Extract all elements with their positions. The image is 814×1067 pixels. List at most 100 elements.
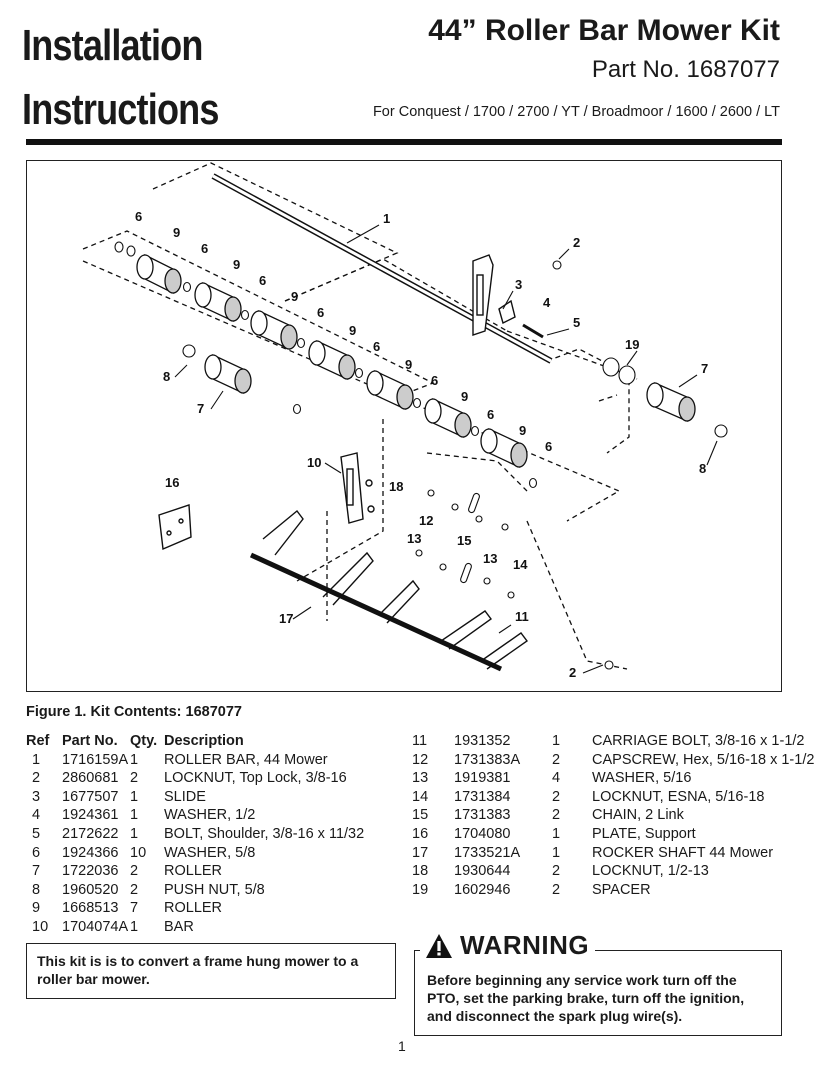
desc-cell: ROLLER bbox=[164, 863, 223, 880]
part-cell: 2860681 bbox=[62, 770, 119, 787]
warning-box: Before beginning any service work turn o… bbox=[414, 950, 782, 1036]
qty-cell: 2 bbox=[130, 881, 139, 898]
callout-6d: 6 bbox=[317, 305, 324, 320]
part-cell: 1731384 bbox=[454, 788, 511, 805]
callout-9a: 9 bbox=[173, 225, 180, 240]
callout-11: 11 bbox=[515, 609, 529, 624]
desc-cell: ROLLER BAR, 44 Mower bbox=[164, 751, 328, 768]
callout-6g: 6 bbox=[487, 407, 494, 422]
part-number: Part No. 1687077 bbox=[591, 56, 780, 83]
assembly-guides bbox=[82, 162, 638, 670]
part-cell: 1960520 bbox=[62, 881, 119, 898]
ref-cell: 1 bbox=[32, 751, 41, 768]
qty-cell: 2 bbox=[130, 770, 139, 787]
callout-4: 4 bbox=[543, 295, 551, 310]
title-line-2: Instructions bbox=[22, 85, 219, 134]
desc-cell: PUSH NUT, 5/8 bbox=[164, 881, 265, 898]
qty-cell: 1 bbox=[552, 825, 561, 842]
callout-6b: 6 bbox=[201, 241, 208, 256]
qty-cell: 1 bbox=[130, 825, 139, 842]
part-cell: 1731383A bbox=[454, 751, 521, 768]
qty-cell: 2 bbox=[552, 881, 561, 898]
header-part: Part No. bbox=[62, 733, 118, 749]
part-cell: 1731383 bbox=[454, 807, 511, 824]
roller-6 bbox=[424, 397, 472, 439]
bar-bracket bbox=[340, 452, 375, 524]
ref-cell: 9 bbox=[32, 900, 41, 917]
chain-hardware bbox=[415, 489, 515, 599]
callout-9b: 9 bbox=[233, 257, 240, 272]
callout-3: 3 bbox=[515, 277, 522, 292]
header-rule bbox=[26, 139, 782, 145]
part-cell: 1704080 bbox=[454, 825, 511, 842]
desc-cell: ROLLER bbox=[164, 900, 223, 917]
roller-assembly bbox=[136, 253, 696, 469]
warning-title: WARNING bbox=[460, 930, 590, 960]
desc-cell: CARRIAGE BOLT, 3/8-16 x 1-1/2 bbox=[592, 733, 805, 749]
ref-cell: 12 bbox=[412, 751, 429, 768]
desc-cell: LOCKNUT, ESNA, 5/16-18 bbox=[592, 788, 765, 805]
callout-8a: 8 bbox=[163, 369, 170, 384]
desc-cell: WASHER, 5/8 bbox=[164, 844, 256, 861]
desc-cell: LOCKNUT, 1/2-13 bbox=[592, 863, 709, 880]
roller-bar-shaft bbox=[211, 173, 553, 364]
roller-5 bbox=[366, 369, 414, 411]
page-number: 1 bbox=[398, 1038, 406, 1054]
callout-13b: 13 bbox=[483, 551, 497, 566]
title-line-1: Installation bbox=[22, 21, 203, 70]
qty-cell: 1 bbox=[130, 918, 139, 935]
callout-6h: 6 bbox=[545, 439, 552, 454]
desc-cell: BOLT, Shoulder, 3/8-16 x 11/32 bbox=[164, 825, 365, 842]
model-list: For Conquest / 1700 / 2700 / YT / Broadm… bbox=[372, 104, 780, 120]
ref-cell: 2 bbox=[32, 770, 41, 787]
callout-6e: 6 bbox=[373, 339, 380, 354]
part-cell: 1919381 bbox=[454, 770, 511, 787]
qty-cell: 1 bbox=[552, 844, 561, 861]
qty-cell: 4 bbox=[552, 770, 561, 787]
kit-note: This kit is is to convert a frame hung m… bbox=[26, 943, 396, 999]
callout-9c: 9 bbox=[291, 289, 298, 304]
part-cell: 1716159A bbox=[62, 751, 129, 768]
qty-cell: 1 bbox=[130, 807, 139, 824]
callout-5: 5 bbox=[573, 315, 580, 330]
ref-cell: 10 bbox=[32, 918, 49, 935]
roller-7 bbox=[480, 427, 528, 469]
figure-caption: Figure 1. Kit Contents: 1687077 bbox=[26, 704, 242, 720]
ref-cell: 4 bbox=[32, 807, 41, 824]
kit-title: 44” Roller Bar Mower Kit bbox=[428, 14, 780, 47]
desc-cell: ROCKER SHAFT 44 Mower bbox=[592, 844, 774, 861]
diagram-svg: 1 2 3 4 5 6 6 6 6 6 6 6 6 7 7 8 8 9 9 9 … bbox=[82, 162, 728, 680]
ref-cell: 11 bbox=[412, 733, 428, 749]
desc-cell: CHAIN, 2 Link bbox=[592, 807, 684, 824]
qty-cell: 2 bbox=[552, 788, 561, 805]
support-plate bbox=[158, 504, 192, 551]
ref-cell: 3 bbox=[32, 788, 41, 805]
ref-cell: 19 bbox=[412, 881, 429, 898]
leader-lines bbox=[174, 224, 718, 674]
washers bbox=[114, 241, 728, 670]
callout-18: 18 bbox=[389, 479, 403, 494]
callout-7a: 7 bbox=[701, 361, 708, 376]
part-cell: 1602946 bbox=[454, 881, 511, 898]
qty-cell: 1 bbox=[552, 733, 561, 749]
ref-cell: 8 bbox=[32, 881, 41, 898]
callout-14: 14 bbox=[513, 557, 528, 572]
desc-cell: BAR bbox=[164, 918, 194, 935]
callout-9g: 9 bbox=[519, 423, 526, 438]
qty-cell: 10 bbox=[130, 844, 147, 861]
